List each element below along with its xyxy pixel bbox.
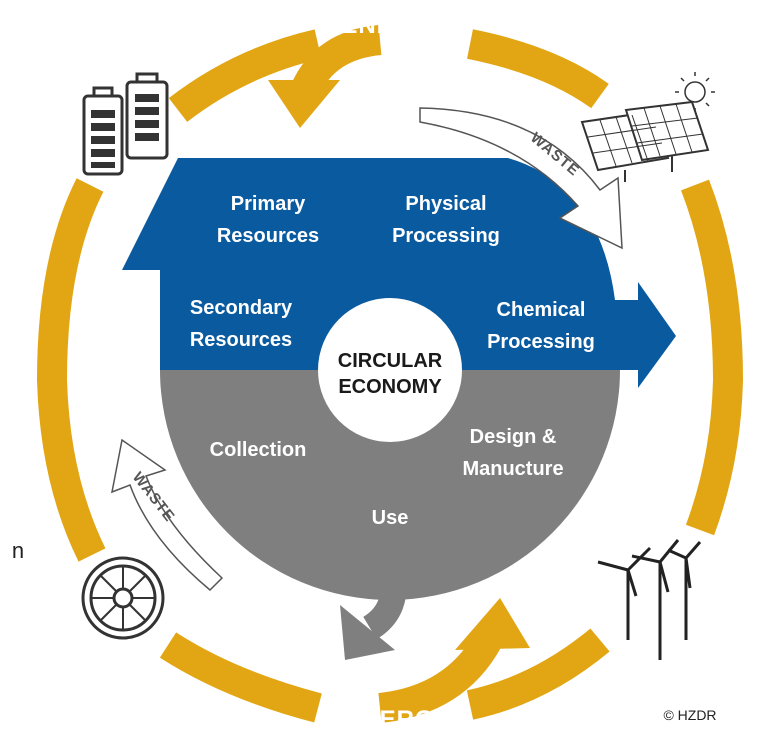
center-circle xyxy=(318,298,462,442)
wind-turbine-icon xyxy=(597,539,702,660)
battery-icon xyxy=(82,72,169,176)
blue-right-arrow xyxy=(598,282,676,388)
primary-resources-line2: Resources xyxy=(217,225,319,247)
design-manufacture-line1: Design & xyxy=(470,426,557,448)
energy-label-top: ENERGY xyxy=(341,12,448,39)
energy-ring-top-right-segment xyxy=(467,29,609,109)
gray-down-arrow xyxy=(340,567,407,660)
collection-label: Collection xyxy=(210,439,307,461)
energy-ring-top-left-segment xyxy=(168,29,322,122)
energy-arrow-bottom xyxy=(378,598,530,723)
design-manufacture-line2: Manucture xyxy=(462,458,563,480)
physical-processing-line2: Processing xyxy=(392,225,500,247)
energy-ring xyxy=(36,29,744,723)
center-title-line1: CIRCULAR xyxy=(338,350,443,372)
copyright-label: © HZDR xyxy=(663,707,716,723)
secondary-resources-line2: Resources xyxy=(190,329,292,351)
primary-resources-line1: Primary xyxy=(231,193,306,215)
energy-ring-bottom-segment xyxy=(159,632,322,723)
energy-ring-bottom-right-segment xyxy=(466,628,610,720)
energy-arrow-top xyxy=(268,25,382,128)
use-label: Use xyxy=(372,507,409,529)
lower-half-gray xyxy=(160,370,620,600)
stray-text: n xyxy=(12,538,24,563)
center-title-line2: ECONOMY xyxy=(338,376,442,398)
energy-label-bottom: ENERGY xyxy=(344,706,451,733)
wheel-icon xyxy=(81,556,165,640)
chemical-processing-line2: Processing xyxy=(487,331,595,353)
physical-processing-line1: Physical xyxy=(405,193,486,215)
secondary-resources-line1: Secondary xyxy=(190,297,293,319)
solar-panel-icon xyxy=(580,100,710,182)
upper-half-blue xyxy=(122,158,620,370)
energy-ring-right-segment xyxy=(681,179,744,536)
chemical-processing-line1: Chemical xyxy=(497,299,586,321)
energy-ring-left-segment xyxy=(36,178,106,562)
